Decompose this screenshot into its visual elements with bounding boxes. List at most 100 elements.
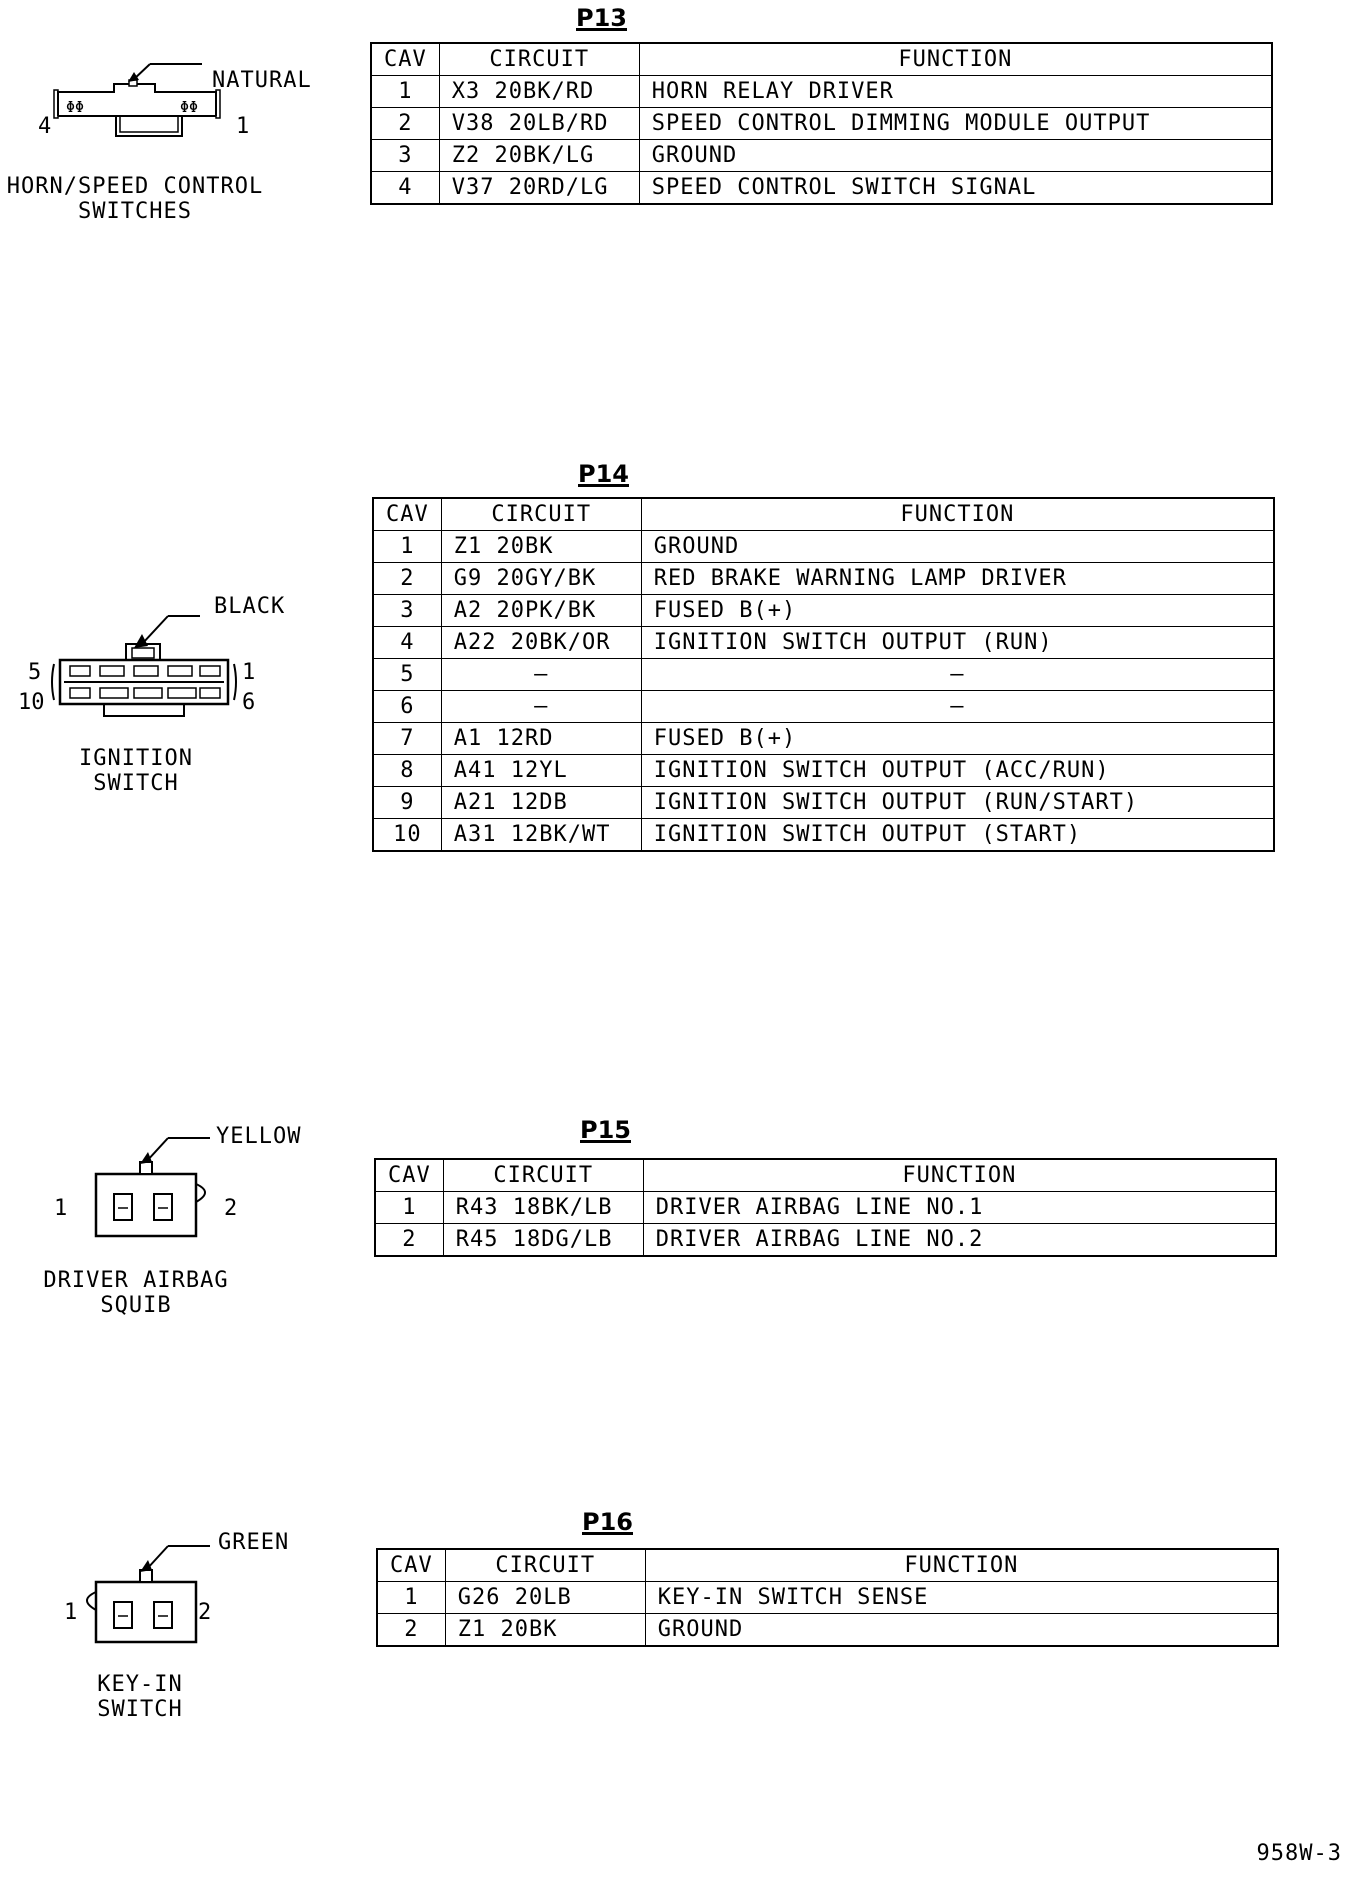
- cav-cell: 4: [372, 626, 442, 659]
- circuit-cell: G9 20GY/BK: [440, 562, 642, 595]
- connector-name-line: DRIVER AIRBAG: [43, 1268, 229, 1293]
- pin-number-1: 1: [242, 660, 256, 685]
- connector-name-line: IGNITION: [79, 746, 193, 771]
- table-row: 6 – –: [372, 690, 1275, 723]
- circuit-cell: A21 12DB: [440, 786, 642, 819]
- cav-cell: 2: [372, 562, 442, 595]
- table-row: 3 Z2 20BK/LG GROUND: [370, 139, 1273, 172]
- table-row: 1 G26 20LB KEY-IN SWITCH SENSE: [376, 1581, 1279, 1614]
- table-row: 4 V37 20RD/LG SPEED CONTROL SWITCH SIGNA…: [370, 171, 1273, 205]
- circuit-cell: Z1 20BK: [444, 1613, 646, 1647]
- circuit-cell: G26 20LB: [444, 1581, 646, 1614]
- header-cav: CAV: [372, 497, 442, 531]
- table-row: 8 A41 12YL IGNITION SWITCH OUTPUT (ACC/R…: [372, 754, 1275, 787]
- pinout-table-p13: CAV CIRCUIT FUNCTION 1 X3 20BK/RD HORN R…: [370, 42, 1273, 205]
- function-cell: HORN RELAY DRIVER: [638, 75, 1273, 108]
- cav-cell: 3: [372, 594, 442, 627]
- function-cell: DRIVER AIRBAG LINE NO.1: [642, 1191, 1277, 1224]
- connector-color-p14: BLACK: [214, 594, 286, 619]
- function-cell: RED BRAKE WARNING LAMP DRIVER: [640, 562, 1275, 595]
- connector-name-p14: IGNITION SWITCH: [0, 746, 272, 796]
- header-function: FUNCTION: [642, 1158, 1277, 1192]
- header-circuit: CIRCUIT: [438, 42, 640, 76]
- table-row: 2 Z1 20BK GROUND: [376, 1613, 1279, 1647]
- pin-number-1: 1: [64, 1600, 78, 1625]
- pinout-table-p15: CAV CIRCUIT FUNCTION 1 R43 18BK/LB DRIVE…: [374, 1158, 1277, 1257]
- function-cell: KEY-IN SWITCH SENSE: [644, 1581, 1279, 1614]
- function-cell: SPEED CONTROL DIMMING MODULE OUTPUT: [638, 107, 1273, 140]
- header-circuit: CIRCUIT: [440, 497, 642, 531]
- header-function: FUNCTION: [644, 1548, 1279, 1582]
- header-cav: CAV: [374, 1158, 444, 1192]
- circuit-cell: A1 12RD: [440, 722, 642, 755]
- table-row: 7 A1 12RD FUSED B(+): [372, 722, 1275, 755]
- figure-code: 958W-3: [1256, 1841, 1342, 1866]
- cav-cell: 2: [370, 107, 440, 140]
- table-row: 10 A31 12BK/WT IGNITION SWITCH OUTPUT (S…: [372, 818, 1275, 852]
- connector-id-p15: P15: [580, 1116, 631, 1144]
- function-cell: GROUND: [644, 1613, 1279, 1647]
- table-header-row: CAV CIRCUIT FUNCTION: [370, 42, 1273, 76]
- pin-number-2: 2: [224, 1196, 238, 1221]
- key-in-switch-connector-icon: [86, 1545, 210, 1644]
- svg-text:ΦΦ: ΦΦ: [180, 98, 198, 116]
- pin-number-2: 2: [198, 1600, 212, 1625]
- circuit-cell: Z1 20BK: [440, 530, 642, 563]
- connector-id-p14: P14: [578, 460, 629, 488]
- header-circuit: CIRCUIT: [444, 1548, 646, 1582]
- cav-cell: 2: [376, 1613, 446, 1647]
- table-header-row: CAV CIRCUIT FUNCTION: [376, 1548, 1279, 1582]
- connector-name-line: SWITCHES: [78, 199, 192, 224]
- table-row: 5 – –: [372, 658, 1275, 691]
- connector-name-line: SWITCH: [97, 1697, 183, 1722]
- connector-name-p15: DRIVER AIRBAG SQUIB: [0, 1268, 272, 1318]
- cav-cell: 3: [370, 139, 440, 172]
- cav-cell: 8: [372, 754, 442, 787]
- table-row: 1 R43 18BK/LB DRIVER AIRBAG LINE NO.1: [374, 1191, 1277, 1224]
- circuit-cell: A31 12BK/WT: [440, 818, 642, 852]
- connector-id-p13: P13: [576, 4, 627, 32]
- connector-name-line: SQUIB: [100, 1293, 172, 1318]
- circuit-cell: A41 12YL: [440, 754, 642, 787]
- connector-name-line: HORN/SPEED CONTROL: [6, 174, 264, 199]
- cav-cell: 1: [374, 1191, 444, 1224]
- table-row: 3 A2 20PK/BK FUSED B(+): [372, 594, 1275, 627]
- cav-cell: 1: [376, 1581, 446, 1614]
- horn-speed-control-connector-icon: ΦΦ ΦΦ: [53, 63, 221, 137]
- cav-cell: 10: [372, 818, 442, 852]
- table-row: 1 X3 20BK/RD HORN RELAY DRIVER: [370, 75, 1273, 108]
- table-header-row: CAV CIRCUIT FUNCTION: [374, 1158, 1277, 1192]
- circuit-cell: A2 20PK/BK: [440, 594, 642, 627]
- circuit-cell: –: [440, 658, 642, 691]
- cav-cell: 5: [372, 658, 442, 691]
- pin-number-1: 1: [236, 114, 250, 139]
- connector-color-p16: GREEN: [218, 1530, 290, 1555]
- cav-cell: 1: [372, 530, 442, 563]
- function-cell: DRIVER AIRBAG LINE NO.2: [642, 1223, 1277, 1257]
- circuit-cell: Z2 20BK/LG: [438, 139, 640, 172]
- circuit-cell: A22 20BK/OR: [440, 626, 642, 659]
- connector-color-p13: NATURAL: [212, 68, 312, 93]
- function-cell: –: [640, 658, 1275, 691]
- circuit-cell: R45 18DG/LB: [442, 1223, 644, 1257]
- table-row: 1 Z1 20BK GROUND: [372, 530, 1275, 563]
- table-row: 2 R45 18DG/LB DRIVER AIRBAG LINE NO.2: [374, 1223, 1277, 1257]
- cav-cell: 4: [370, 171, 440, 205]
- function-cell: IGNITION SWITCH OUTPUT (RUN): [640, 626, 1275, 659]
- header-circuit: CIRCUIT: [442, 1158, 644, 1192]
- connector-name-p13: HORN/SPEED CONTROL SWITCHES: [0, 174, 270, 224]
- connector-name-line: SWITCH: [93, 771, 179, 796]
- function-cell: FUSED B(+): [640, 722, 1275, 755]
- pin-number-6: 6: [242, 690, 256, 715]
- table-header-row: CAV CIRCUIT FUNCTION: [372, 497, 1275, 531]
- circuit-cell: –: [440, 690, 642, 723]
- header-cav: CAV: [376, 1548, 446, 1582]
- circuit-cell: X3 20BK/RD: [438, 75, 640, 108]
- pin-number-10: 10: [18, 690, 45, 715]
- function-cell: GROUND: [638, 139, 1273, 172]
- pinout-table-p14: CAV CIRCUIT FUNCTION 1 Z1 20BK GROUND 2 …: [372, 497, 1275, 852]
- pin-number-4: 4: [38, 114, 52, 139]
- cav-cell: 9: [372, 786, 442, 819]
- cav-cell: 7: [372, 722, 442, 755]
- cav-cell: 2: [374, 1223, 444, 1257]
